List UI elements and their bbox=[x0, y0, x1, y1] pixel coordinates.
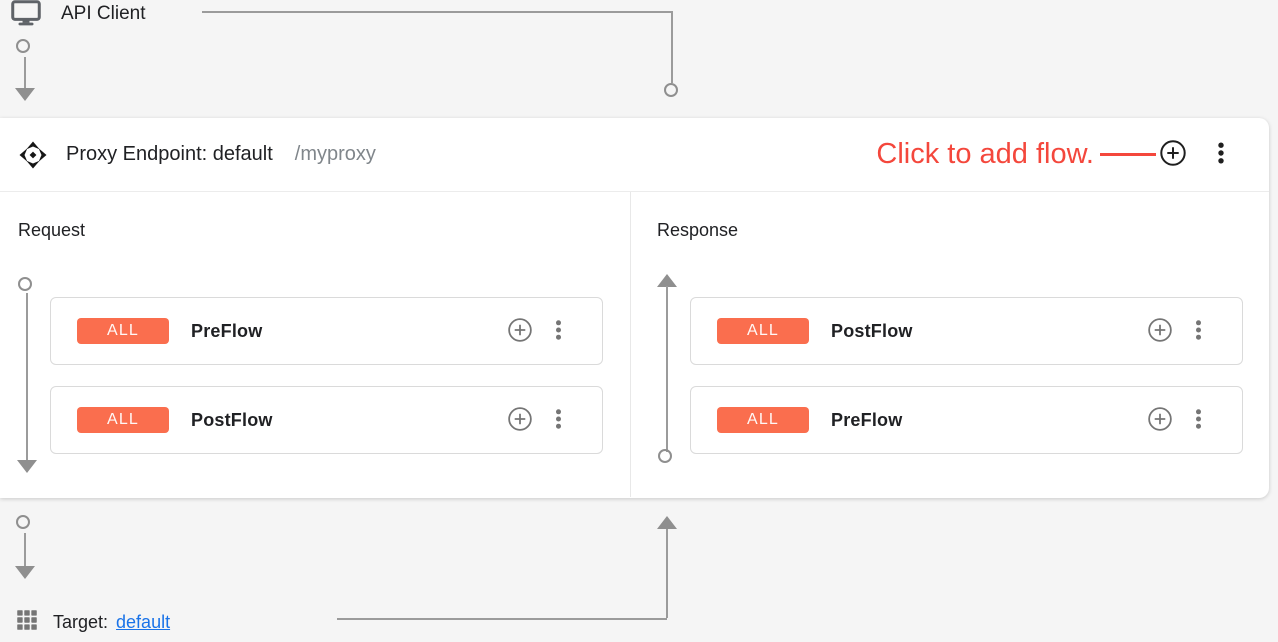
connector-line bbox=[24, 533, 26, 566]
request-label: Request bbox=[18, 220, 86, 240]
flow-name: PreFlow bbox=[831, 409, 903, 430]
connector-line bbox=[666, 286, 668, 452]
proxy-endpoint-panel: Proxy Endpoint: default /myproxy Click t… bbox=[0, 118, 1269, 498]
connector-line bbox=[671, 11, 673, 83]
kebab-menu-icon bbox=[555, 408, 562, 432]
proxy-endpoint-basepath: /myproxy bbox=[294, 143, 376, 165]
connector-line bbox=[666, 529, 668, 618]
apps-grid-icon bbox=[14, 607, 40, 638]
plus-circle-icon bbox=[507, 317, 533, 346]
connector-node bbox=[18, 277, 32, 291]
endpoint-menu-button[interactable] bbox=[1217, 142, 1225, 167]
plus-circle-icon bbox=[1147, 317, 1173, 346]
flow-card-response-preflow[interactable]: ALL PreFlow bbox=[690, 386, 1243, 454]
flow-menu-button[interactable] bbox=[1195, 408, 1202, 432]
target-row: Target: default bbox=[14, 607, 170, 638]
flow-name: PostFlow bbox=[191, 409, 273, 430]
flow-menu-button[interactable] bbox=[555, 319, 562, 343]
connector-line bbox=[24, 57, 26, 88]
connector-line bbox=[337, 618, 667, 620]
flow-card-response-postflow[interactable]: ALL PostFlow bbox=[690, 297, 1243, 365]
plus-circle-icon bbox=[507, 406, 533, 435]
connector-arrow-down bbox=[15, 566, 35, 579]
connector-line bbox=[202, 11, 673, 13]
connector-node bbox=[16, 515, 30, 529]
condition-badge: ALL bbox=[77, 407, 169, 433]
plus-circle-icon bbox=[1159, 139, 1187, 170]
add-policy-button[interactable] bbox=[1147, 406, 1173, 435]
condition-badge: ALL bbox=[717, 318, 809, 344]
response-column: Response ALL PostFlow bbox=[631, 192, 1269, 497]
connector-arrow-down bbox=[15, 88, 35, 101]
flow-menu-button[interactable] bbox=[555, 408, 562, 432]
monitor-icon bbox=[11, 0, 41, 26]
request-column: Request ALL PreFlow bbox=[0, 192, 631, 497]
annotation-pointer-line bbox=[1100, 153, 1156, 156]
flow-card-request-postflow[interactable]: ALL PostFlow bbox=[50, 386, 603, 454]
add-flow-button[interactable] bbox=[1159, 139, 1187, 170]
connector-node bbox=[16, 39, 30, 53]
connector-arrow-up bbox=[657, 274, 677, 287]
connector-node bbox=[658, 449, 672, 463]
flow-name: PostFlow bbox=[831, 320, 913, 341]
connector-line bbox=[26, 293, 28, 460]
add-policy-button[interactable] bbox=[1147, 317, 1173, 346]
target-default-link[interactable]: default bbox=[116, 612, 171, 632]
kebab-menu-icon bbox=[1195, 319, 1202, 343]
response-label: Response bbox=[657, 220, 739, 240]
proxy-endpoint-body: Request ALL PreFlow bbox=[0, 192, 1269, 497]
kebab-menu-icon bbox=[555, 319, 562, 343]
connector-node bbox=[664, 83, 678, 97]
connector-arrow-up bbox=[657, 516, 677, 529]
condition-badge: ALL bbox=[717, 407, 809, 433]
plus-circle-icon bbox=[1147, 406, 1173, 435]
kebab-menu-icon bbox=[1195, 408, 1202, 432]
add-policy-button[interactable] bbox=[507, 406, 533, 435]
flow-name: PreFlow bbox=[191, 320, 263, 341]
target-label: Target: bbox=[53, 612, 109, 632]
add-policy-button[interactable] bbox=[507, 317, 533, 346]
connector-arrow-down bbox=[17, 460, 37, 473]
condition-badge: ALL bbox=[77, 318, 169, 344]
api-client-label: API Client bbox=[61, 3, 146, 24]
kebab-menu-icon bbox=[1217, 142, 1225, 167]
proxy-endpoint-title: Proxy Endpoint: default bbox=[66, 143, 273, 165]
flow-card-request-preflow[interactable]: ALL PreFlow bbox=[50, 297, 603, 365]
proxy-endpoint-header: Proxy Endpoint: default /myproxy Click t… bbox=[0, 118, 1269, 192]
api-client: API Client bbox=[11, 0, 145, 26]
add-flow-annotation: Click to add flow. bbox=[876, 138, 1094, 170]
flow-menu-button[interactable] bbox=[1195, 319, 1202, 343]
move-arrows-icon bbox=[18, 140, 48, 170]
